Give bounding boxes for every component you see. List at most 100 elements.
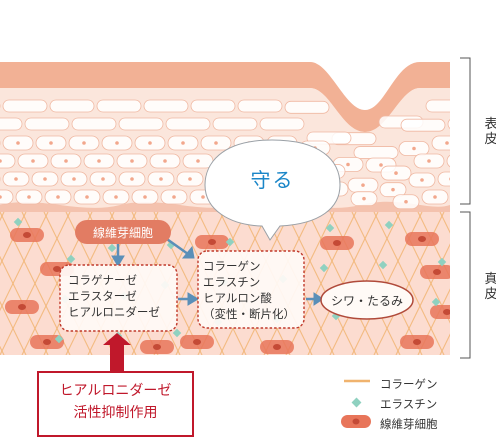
cell-nucleus [445, 141, 449, 145]
collagen-fiber [395, 243, 450, 355]
cell-nucleus [16, 141, 20, 145]
legend-icons [341, 379, 371, 428]
cell-nucleus [56, 195, 60, 199]
cell-nucleus [0, 195, 2, 199]
enzymes-list: コラゲナーゼ エラスターゼ ヒアルロニダーゼ [68, 272, 178, 320]
cell-nucleus [181, 141, 185, 145]
legend-collagen: コラーゲン [380, 377, 438, 391]
matrix-elastin: エラスチン [203, 275, 261, 289]
epidermal-cell [24, 117, 70, 131]
legend-elastin: エラスチン [380, 397, 438, 411]
wrinkles-sagging-label: シワ・たるみ [330, 294, 403, 308]
enzymes-box-bg [59, 264, 178, 332]
flow-arrows [111, 235, 324, 306]
fibroblast-nucleus [193, 339, 201, 345]
fibroblast-nucleus [418, 236, 426, 242]
stratum-corneum [0, 62, 450, 132]
elastin-point [437, 257, 447, 267]
cell-nucleus [214, 141, 218, 145]
cell-nucleus [163, 159, 167, 163]
elastin-point [54, 334, 64, 344]
cell-nucleus [43, 177, 47, 181]
cell-nucleus [72, 177, 76, 181]
collagen-fiber [417, 288, 450, 355]
epidermal-cell [165, 117, 211, 131]
epidermis-label-char2: 皮 [484, 132, 496, 147]
epidermal-cell [212, 117, 258, 131]
cell-nucleus [159, 177, 163, 181]
cell-nucleus [449, 177, 450, 181]
epidermal-cell [353, 146, 399, 159]
cell-nucleus [346, 162, 350, 167]
legend: コラーゲン エラスチン 線維芽細胞 [380, 374, 490, 434]
epidermis-bracket [460, 57, 471, 205]
epidermal-cell [190, 99, 236, 113]
collagen-fiber [0, 300, 27, 355]
epidermal-cell [143, 99, 189, 113]
cell-nucleus [361, 183, 365, 187]
matrix-box-bg [197, 250, 305, 329]
epidermal-cell [96, 99, 142, 113]
fibroblast-nucleus [153, 344, 161, 350]
epidermal-cell [447, 117, 450, 131]
cell-nucleus [412, 146, 416, 151]
fibroblast-nucleus [53, 266, 61, 272]
epidermal-cell [118, 117, 164, 131]
matrix-hyaluronic-acid: ヒアルロン酸 [203, 291, 272, 305]
elastin-point [378, 260, 388, 270]
cell-nucleus [188, 177, 192, 181]
fibroblast-nucleus [18, 304, 26, 310]
cell-nucleus [64, 159, 68, 163]
epidermal-cell [0, 153, 16, 169]
cell-nucleus [115, 141, 119, 145]
elastin-point [384, 220, 394, 230]
elastin-diamond-icon [351, 397, 362, 408]
elastin-point [319, 263, 329, 273]
cell-nucleus [433, 195, 437, 199]
cell-nucleus [114, 195, 118, 199]
collagen-fiber [0, 211, 71, 355]
protect-text: 守る [250, 168, 295, 192]
epidermal-cell [284, 100, 330, 114]
fibroblast-nucleus [333, 240, 341, 246]
elastin-point [225, 237, 235, 247]
epidermal-cell [49, 99, 95, 113]
inhibit-line1: ヒアルロニダーゼ [59, 383, 172, 399]
cell-nucleus [460, 159, 464, 163]
epidermal-cell [400, 118, 446, 132]
epidermal-cells [0, 99, 464, 210]
epidermal-cell [2, 99, 48, 113]
epidermal-cell [259, 117, 305, 131]
epidermal-cell [0, 117, 23, 131]
epidermal-cell [437, 171, 450, 187]
epidermal-cell [446, 153, 450, 169]
dermis-label: 真 皮 [483, 272, 496, 302]
enzyme-collagenase: コラゲナーゼ [68, 273, 137, 287]
fibroblast-nucleus [43, 339, 51, 345]
matrix-collagen: コラーゲン [203, 259, 261, 273]
cell-nucleus [379, 163, 383, 167]
cell-nucleus [31, 159, 35, 163]
cell-nucleus [143, 195, 147, 199]
cell-nucleus [0, 159, 2, 163]
fibroblast-nucleus [273, 344, 281, 350]
fibroblast-cells [5, 228, 450, 354]
elastin-point [66, 254, 76, 264]
cell-nucleus [420, 178, 424, 182]
cell-nucleus [391, 187, 395, 192]
dermis-label-char2: 皮 [484, 287, 496, 302]
cell-nucleus [27, 195, 31, 199]
result-ellipse [320, 280, 414, 320]
dermis-label-char1: 真 [484, 272, 496, 287]
legend-fibroblast: 線維芽細胞 [380, 417, 438, 431]
matrix-degraded-note: （変性・断片化） [203, 307, 295, 321]
cell-nucleus [362, 196, 366, 201]
epidermis-label-char1: 表 [484, 117, 496, 132]
inhibit-box-bg [37, 371, 194, 437]
fibroblast-nucleus [23, 232, 31, 238]
cell-nucleus [196, 159, 200, 163]
epidermis-label: 表 皮 [483, 117, 496, 147]
inhibit-text: ヒアルロニダーゼ 活性抑制作用 [38, 380, 193, 424]
enzyme-hyaluronidase: ヒアルロニダーゼ [68, 305, 160, 319]
elastin-point [431, 297, 441, 307]
